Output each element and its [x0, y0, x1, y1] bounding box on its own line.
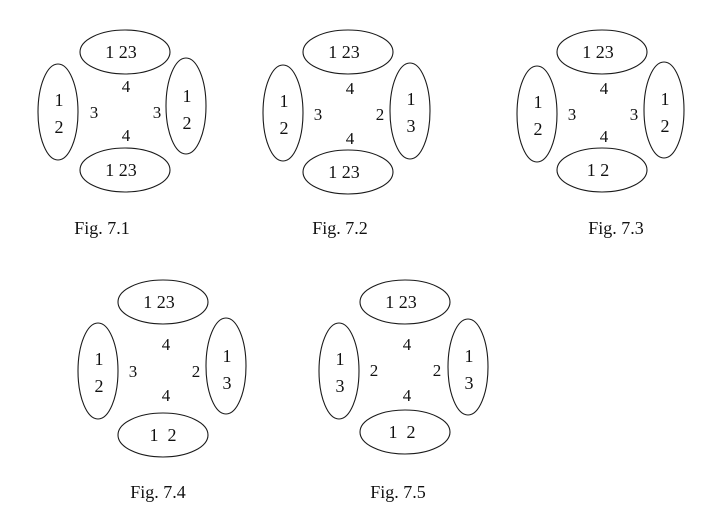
right-oval: [165, 57, 207, 155]
left-oval-label-1: 1: [55, 90, 64, 110]
top-oval: [359, 279, 451, 325]
right-oval: [389, 62, 431, 160]
inner-number-bottom: 4: [600, 127, 609, 146]
bottom-oval-label: 1 2: [150, 425, 177, 445]
top-oval-label: 1 23: [105, 42, 137, 62]
left-oval-label-1: 1: [280, 91, 289, 111]
left-oval: [516, 65, 558, 163]
inner-number-left: 3: [314, 105, 323, 124]
inner-number-right: 2: [376, 105, 385, 124]
top-oval: [79, 29, 171, 75]
figure-7-3: 1 23 1 2 1 2 1 2 4 4 3 3 Fig. 7.3: [516, 29, 685, 238]
right-oval-label-1: 1: [407, 89, 416, 109]
top-oval-label: 1 23: [582, 42, 614, 62]
left-oval: [37, 63, 79, 161]
figure-7-2: 1 23 1 23 1 2 1 3 4 4 3 2 Fig. 7.2: [262, 29, 431, 238]
bottom-oval-label: 1 2: [389, 422, 416, 442]
top-oval-label: 1 23: [328, 42, 360, 62]
top-oval: [302, 29, 394, 75]
left-oval-label-2: 3: [336, 376, 345, 396]
right-oval-label-1: 1: [223, 346, 232, 366]
left-oval-label-2: 2: [280, 118, 289, 138]
right-oval-label-1: 1: [183, 86, 192, 106]
right-oval-label-2: 3: [223, 373, 232, 393]
figure-7-5: 1 23 1 2 1 3 1 3 4 4 2 2 Fig. 7.5: [318, 279, 489, 502]
left-oval: [262, 64, 304, 162]
left-oval-label-2: 2: [534, 119, 543, 139]
inner-number-bottom: 4: [122, 126, 131, 145]
right-oval-label-2: 2: [183, 113, 192, 133]
right-oval: [447, 318, 489, 416]
bottom-oval-label: 1 23: [105, 160, 137, 180]
figure-caption: Fig. 7.3: [588, 218, 644, 238]
right-oval-label-2: 3: [465, 373, 474, 393]
inner-number-top: 4: [346, 79, 355, 98]
inner-number-bottom: 4: [346, 129, 355, 148]
top-oval: [117, 279, 209, 325]
top-oval-label: 1 23: [385, 292, 417, 312]
right-oval: [643, 61, 685, 159]
left-oval-label-1: 1: [95, 349, 104, 369]
bottom-oval-label: 1 23: [328, 162, 360, 182]
bottom-oval: [556, 147, 648, 193]
right-oval: [205, 317, 247, 415]
inner-number-left: 3: [90, 103, 99, 122]
bottom-oval: [117, 412, 209, 458]
bottom-oval: [359, 409, 451, 455]
figure-7-1: 1 23 1 23 1 2 1 2 4 4 3 3 Fig. 7.1: [37, 29, 207, 238]
figure-7-4: 1 23 1 2 1 2 1 3 4 4 3 2 Fig. 7.4: [77, 279, 247, 502]
inner-number-right: 3: [630, 105, 639, 124]
inner-number-right: 2: [433, 361, 442, 380]
inner-number-top: 4: [162, 335, 171, 354]
right-oval-label-1: 1: [661, 89, 670, 109]
inner-number-left: 3: [129, 362, 138, 381]
figure-caption: Fig. 7.1: [74, 218, 130, 238]
top-oval-label: 1 23: [143, 292, 175, 312]
left-oval-label-2: 2: [55, 117, 64, 137]
inner-number-top: 4: [403, 335, 412, 354]
inner-number-left: 2: [370, 361, 379, 380]
bottom-oval: [302, 149, 394, 195]
inner-number-right: 3: [153, 103, 162, 122]
inner-number-top: 4: [122, 77, 131, 96]
right-oval-label-2: 3: [407, 116, 416, 136]
figure-caption: Fig. 7.4: [130, 482, 186, 502]
inner-number-left: 3: [568, 105, 577, 124]
bottom-oval-label: 1 2: [587, 160, 610, 180]
bottom-oval: [79, 147, 171, 193]
right-oval-label-2: 2: [661, 116, 670, 136]
left-oval: [77, 322, 119, 420]
inner-number-bottom: 4: [162, 386, 171, 405]
inner-number-top: 4: [600, 79, 609, 98]
left-oval: [318, 322, 360, 420]
right-oval-label-1: 1: [465, 346, 474, 366]
inner-number-bottom: 4: [403, 386, 412, 405]
left-oval-label-1: 1: [534, 92, 543, 112]
left-oval-label-1: 1: [336, 349, 345, 369]
inner-number-right: 2: [192, 362, 201, 381]
figure-caption: Fig. 7.2: [312, 218, 368, 238]
figure-caption: Fig. 7.5: [370, 482, 426, 502]
left-oval-label-2: 2: [95, 376, 104, 396]
top-oval: [556, 29, 648, 75]
